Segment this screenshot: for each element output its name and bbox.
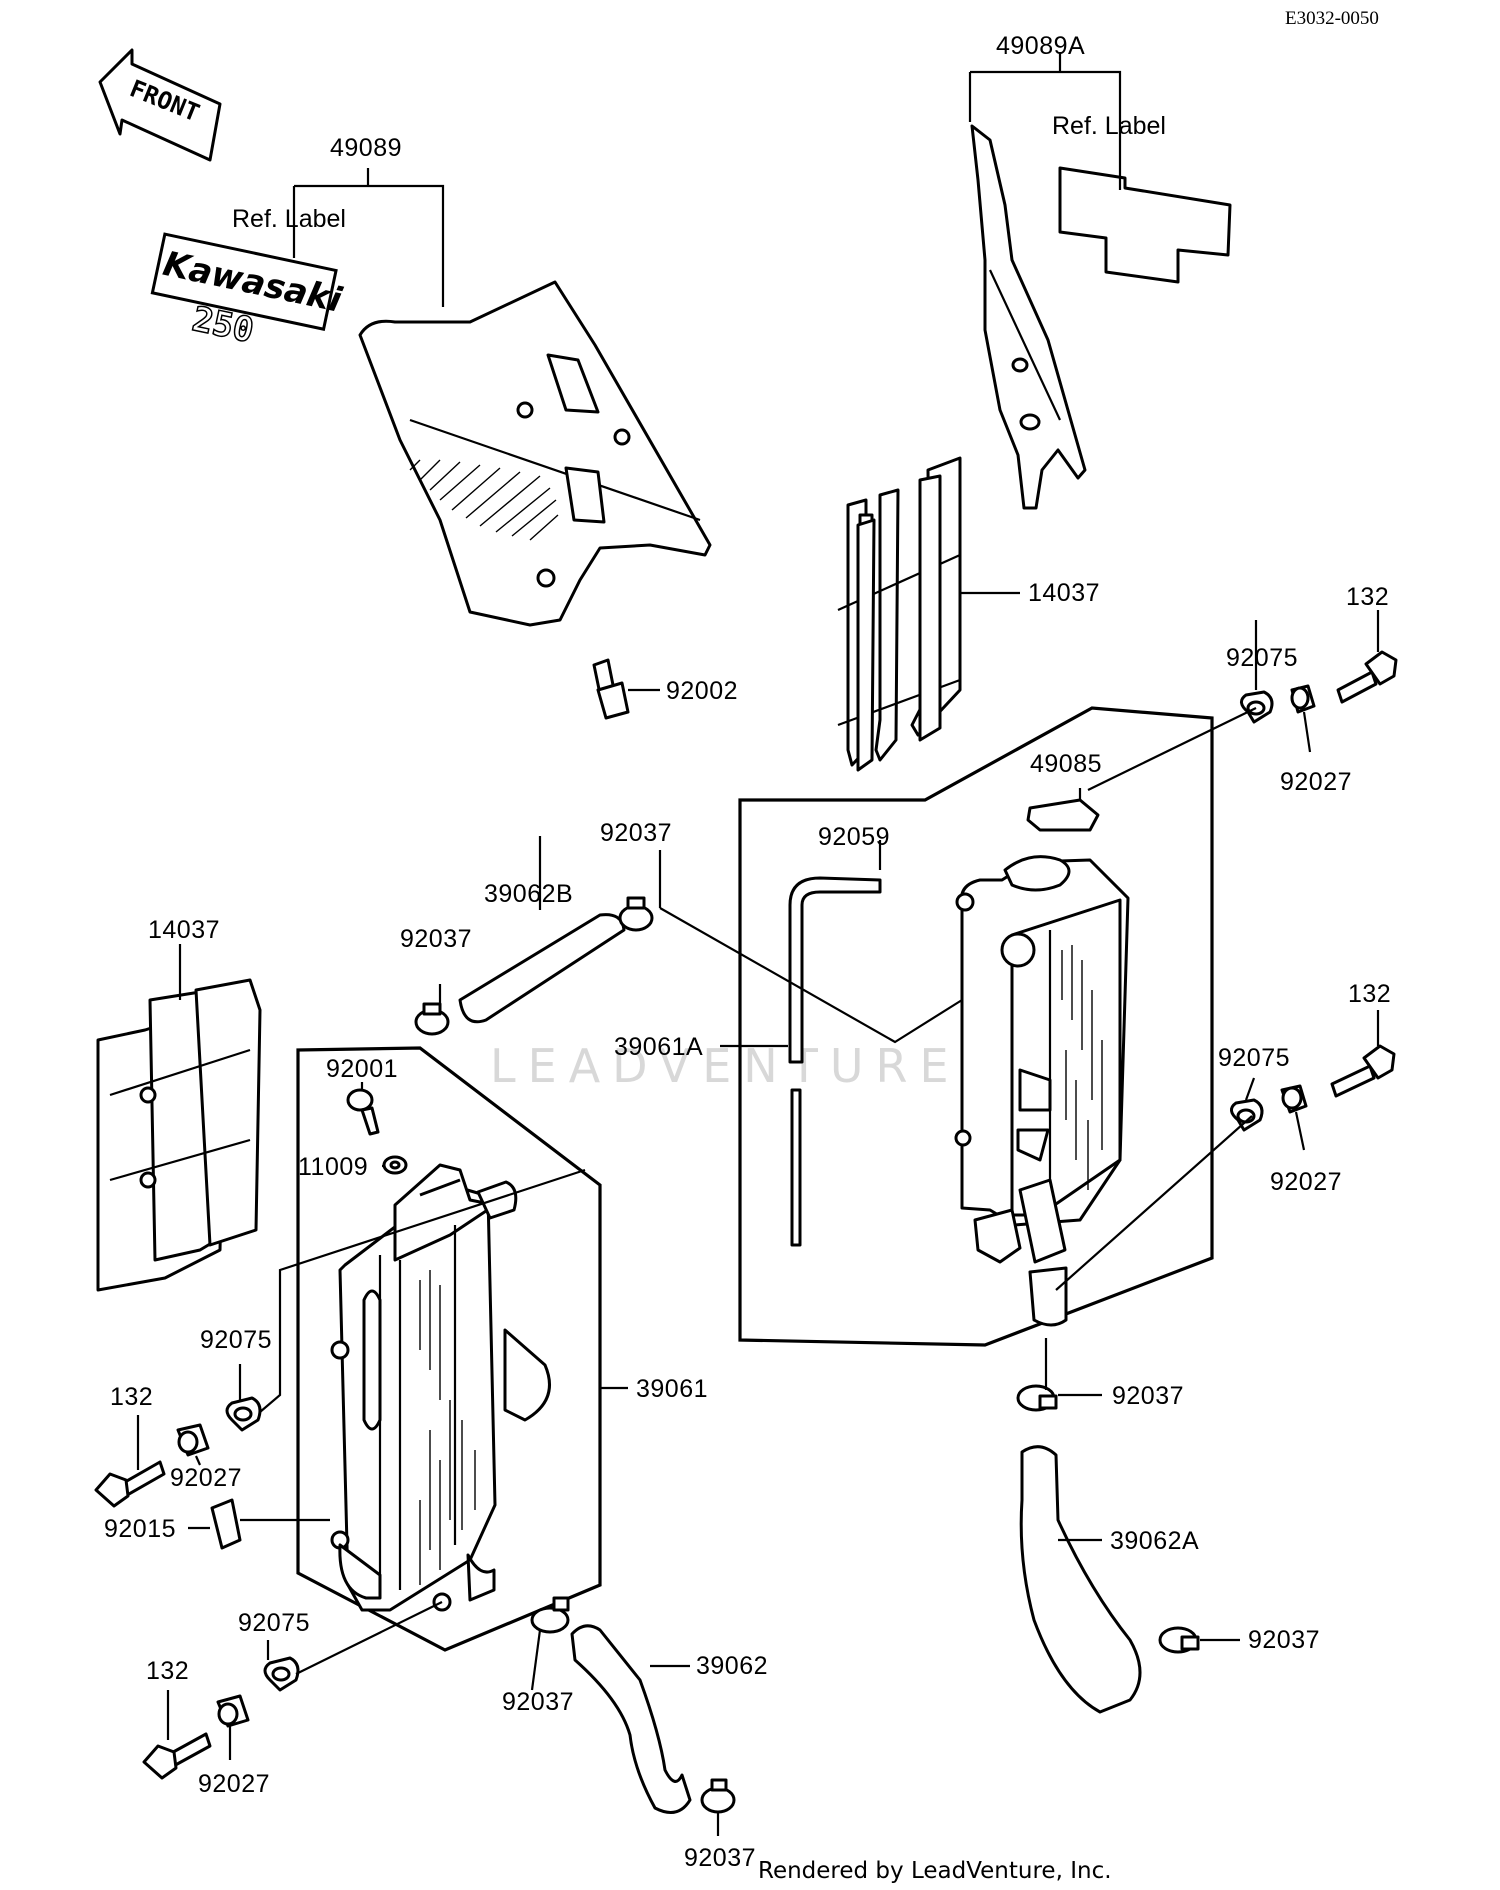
label-92027-b: 92027 — [1270, 1168, 1342, 1196]
leader-lines — [136, 52, 1380, 1836]
label-49089A: 49089A — [996, 32, 1085, 60]
label-14037-left: 14037 — [148, 916, 220, 944]
grommet-92075-d-part — [263, 1656, 300, 1692]
label-49089: 49089 — [330, 134, 402, 162]
label-132-c: 132 — [110, 1383, 153, 1411]
label-92027-c: 92027 — [170, 1464, 242, 1492]
label-92027-a: 92027 — [1280, 768, 1352, 796]
label-39062A: 39062A — [1110, 1527, 1199, 1555]
right-assembly-outline — [738, 706, 1214, 1347]
collar-92027-d-part — [216, 1694, 250, 1728]
bolt-92002-part — [592, 658, 630, 720]
clamp-92037-lower-bottom-part — [700, 1778, 736, 1814]
label-92027-d: 92027 — [198, 1770, 270, 1798]
grommet-92075-a-part — [1240, 690, 1274, 724]
bolt-132-c-part — [94, 1460, 166, 1508]
hose-39062A-part — [1019, 1445, 1142, 1714]
bolt-92001-part — [346, 1088, 380, 1136]
clip-92015-part — [210, 1498, 242, 1550]
label-132-b: 132 — [1348, 980, 1391, 1008]
clamp-92037-right-lower-part — [1016, 1384, 1058, 1412]
footer-credit: Rendered by LeadVenture, Inc. — [758, 1858, 1112, 1884]
ref-label-sheet — [1058, 166, 1232, 284]
clamp-92037-right-bottom-part — [1158, 1626, 1200, 1654]
clamp-92037-lower-left-part — [530, 1596, 570, 1634]
left-radiator-guard-part — [96, 978, 262, 1292]
grommet-92075-b-part — [1230, 1098, 1264, 1132]
label-39061: 39061 — [636, 1375, 708, 1403]
collar-92027-a-part — [1290, 684, 1316, 714]
label-39061A: 39061A — [614, 1033, 703, 1061]
bolt-132-d-part — [142, 1732, 212, 1780]
label-92037-a: 92037 — [600, 819, 672, 847]
label-14037-right: 14037 — [1028, 579, 1100, 607]
label-92075-d: 92075 — [238, 1609, 310, 1637]
label-92015: 92015 — [104, 1515, 176, 1543]
clamp-92037-upper-right-part — [618, 896, 654, 932]
label-39062B: 39062B — [484, 880, 573, 908]
kawasaki-emblem-icon: Kawasaki 250 — [150, 232, 346, 352]
right-radiator-guard-part — [837, 456, 962, 772]
breather-tube-92059-part — [788, 876, 882, 1247]
label-92075-b: 92075 — [1218, 1044, 1290, 1072]
front-arrow-icon: FRONT — [98, 48, 222, 162]
left-shroud-part — [358, 280, 712, 627]
label-132-a: 132 — [1346, 583, 1389, 611]
right-shroud-part — [970, 124, 1087, 510]
clamp-92037-upper-left-part — [414, 1002, 450, 1036]
diagram-id: E3032-0050 — [1285, 8, 1379, 29]
label-92037-e: 92037 — [502, 1688, 574, 1716]
label-92037-f: 92037 — [684, 1844, 756, 1872]
label-ref-label-left: Ref. Label — [232, 205, 346, 233]
right-radiator-part — [954, 855, 1130, 1327]
bolt-132-a-part — [1336, 650, 1398, 704]
left-assembly-outline — [296, 1046, 602, 1652]
collar-92027-c-part — [176, 1423, 210, 1457]
label-92001: 92001 — [326, 1055, 398, 1083]
label-49085: 49085 — [1030, 750, 1102, 778]
collar-92027-b-part — [1280, 1084, 1308, 1114]
watermark: LEADVENTURE — [490, 1039, 961, 1093]
hose-39062-part — [570, 1624, 692, 1814]
label-92002: 92002 — [666, 677, 738, 705]
label-92075-a: 92075 — [1226, 644, 1298, 672]
label-132-d: 132 — [146, 1657, 189, 1685]
label-92037-b: 92037 — [400, 925, 472, 953]
left-radiator-part — [330, 1163, 551, 1612]
label-92037-c: 92037 — [1112, 1382, 1184, 1410]
shroud-hatch — [409, 459, 559, 541]
label-ref-label-right: Ref. Label — [1052, 112, 1166, 140]
washer-11009-part — [382, 1155, 408, 1175]
label-92037-d: 92037 — [1248, 1626, 1320, 1654]
label-92075-c: 92075 — [200, 1326, 272, 1354]
label-11009: 11009 — [298, 1153, 368, 1181]
bolt-132-b-part — [1330, 1044, 1396, 1098]
pad-49085-part — [1026, 798, 1100, 832]
label-92059: 92059 — [818, 823, 890, 851]
label-39062: 39062 — [696, 1652, 768, 1680]
grommet-92075-c-part — [225, 1396, 262, 1432]
hose-39062B-part — [458, 913, 626, 1024]
